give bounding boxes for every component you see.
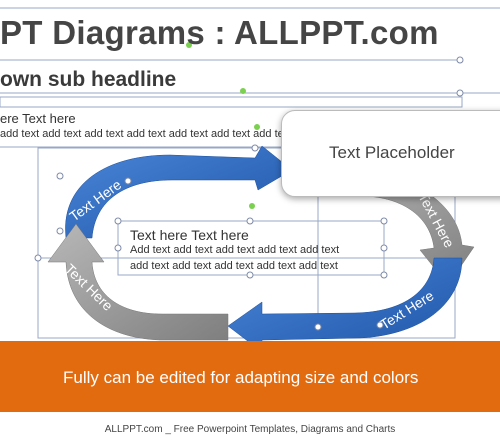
header-body-text[interactable]: add text add text add text add text add … xyxy=(0,128,293,140)
arrow-top-left[interactable] xyxy=(65,145,293,239)
banner-text[interactable]: Fully can be edited for adapting size an… xyxy=(63,368,419,387)
center-text-title[interactable]: Text here Text here xyxy=(130,227,249,243)
slide-title[interactable]: PT Diagrams : ALLPPT.com xyxy=(0,14,439,51)
center-text-line-2[interactable]: add text add text add text add text add … xyxy=(130,260,338,272)
arrow-bottom-right[interactable] xyxy=(227,257,463,353)
slide-subheadline[interactable]: own sub headline xyxy=(0,68,177,91)
text-placeholder-label: Text Placeholder xyxy=(329,143,455,162)
header-text-here[interactable]: ere Text here xyxy=(0,111,76,126)
text-placeholder-box[interactable] xyxy=(281,110,500,197)
arrow-bottom-left[interactable] xyxy=(47,223,229,341)
footer-text: ALLPPT.com _ Free Powerpoint Templates, … xyxy=(104,424,396,435)
orange-banner xyxy=(0,341,500,412)
center-text-line-1[interactable]: Add text add text add text add text add … xyxy=(130,244,340,256)
